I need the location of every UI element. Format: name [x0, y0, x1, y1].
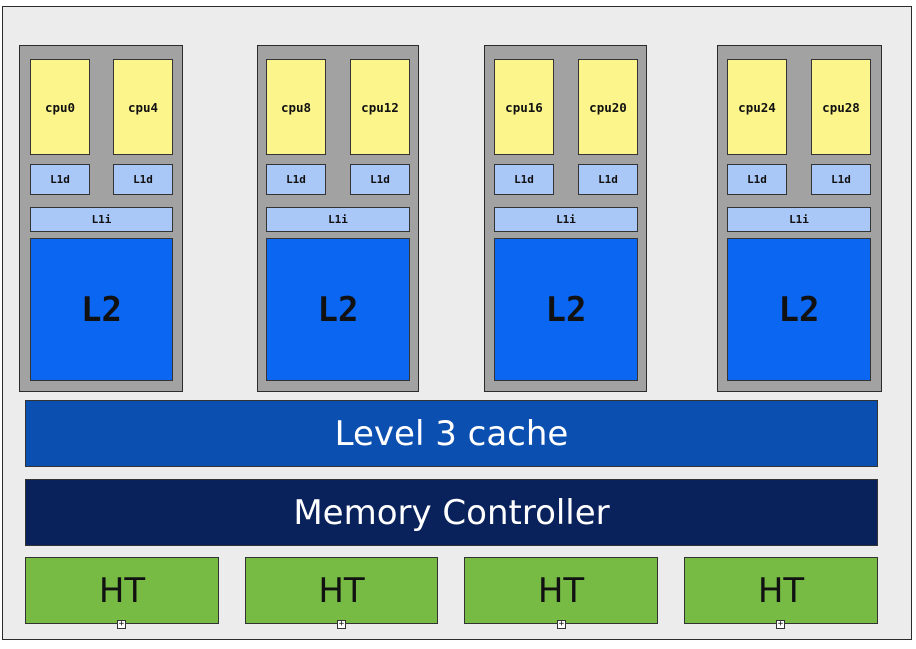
l1d-cache: L1d: [30, 164, 90, 195]
ht-link: HT: [684, 557, 878, 624]
l1i-cache: L1i: [494, 207, 638, 232]
l1d-cache: L1d: [578, 164, 638, 195]
l1d-cache: L1d: [266, 164, 326, 195]
l2-cache: L2: [266, 238, 410, 381]
l3-cache: Level 3 cache: [25, 400, 878, 467]
l1i-cache: L1i: [727, 207, 871, 232]
l1d-cache: L1d: [811, 164, 871, 195]
l1d-cache: L1d: [494, 164, 554, 195]
ht-link: HT: [464, 557, 658, 624]
cpu-box: cpu24: [727, 59, 787, 155]
l2-cache: L2: [727, 238, 871, 381]
cpu-box: cpu16: [494, 59, 554, 155]
ht-link: HT: [25, 557, 219, 624]
cpu-box: cpu8: [266, 59, 326, 155]
expand-plus-icon[interactable]: +: [117, 619, 126, 629]
ht-link: HT: [245, 557, 438, 624]
expand-plus-icon[interactable]: +: [557, 619, 566, 629]
cpu-box: cpu20: [578, 59, 638, 155]
cpu-box: cpu4: [113, 59, 173, 155]
cpu-box: cpu0: [30, 59, 90, 155]
l1d-cache: L1d: [113, 164, 173, 195]
l1d-cache: L1d: [350, 164, 410, 195]
cpu-box: cpu12: [350, 59, 410, 155]
l1d-cache: L1d: [727, 164, 787, 195]
l1i-cache: L1i: [30, 207, 173, 232]
expand-plus-icon[interactable]: +: [776, 619, 785, 629]
memory-controller: Memory Controller: [25, 479, 878, 546]
expand-plus-icon[interactable]: +: [337, 619, 346, 629]
l2-cache: L2: [30, 238, 173, 381]
l2-cache: L2: [494, 238, 638, 381]
cpu-box: cpu28: [811, 59, 871, 155]
l1i-cache: L1i: [266, 207, 410, 232]
